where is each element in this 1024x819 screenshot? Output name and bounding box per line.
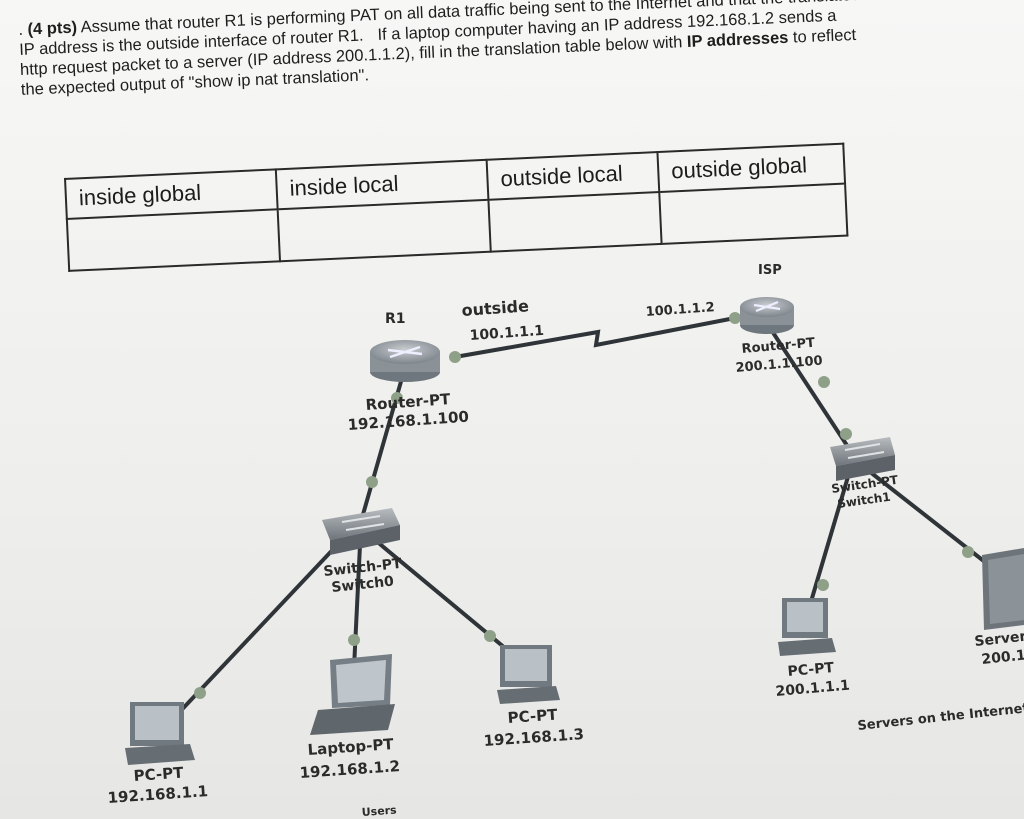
link-dot — [194, 687, 206, 699]
link-dot — [818, 376, 830, 388]
link-dot — [348, 634, 360, 646]
label-laptop-ip: 192.168.1.2 — [299, 757, 401, 782]
link-dot — [962, 546, 974, 558]
link-isp-switch1 — [768, 326, 852, 452]
label-pc3-ip: 192.168.1.3 — [483, 725, 585, 750]
switch-arrows-icon — [341, 515, 385, 531]
label-laptop-type: Laptop-PT — [307, 735, 395, 759]
switch0[interactable] — [322, 508, 400, 555]
topology-labels: R1 outside 100.1.1.1 100.1.1.2 ISP Route… — [107, 263, 1024, 819]
label-isp: ISP — [758, 263, 782, 278]
link-dots — [194, 312, 974, 699]
link-dot — [817, 579, 829, 591]
label-outside-ip: 100.1.1.1 — [469, 323, 544, 344]
label-pc3-type: PC-PT — [507, 706, 559, 727]
switch1[interactable] — [830, 437, 895, 481]
router-arrows-icon — [753, 300, 781, 313]
link-switch1-pc — [808, 469, 852, 606]
pc-200-1-1-1[interactable] — [778, 598, 836, 656]
link-switch1-server — [863, 466, 987, 564]
label-r1-type: Router-PT — [365, 390, 452, 414]
pc-192-168-1-3[interactable] — [497, 645, 560, 704]
label-server-type: Server — [974, 629, 1024, 650]
label-isp-type: Router-PT — [741, 336, 816, 357]
link-dot — [391, 392, 403, 404]
links — [170, 316, 987, 722]
label-server-ip: 200.1 — [981, 647, 1024, 668]
router-arrows-icon — [387, 345, 423, 359]
label-outside: outside — [461, 296, 530, 320]
label-pc-internet-ip: 200.1.1.1 — [775, 678, 851, 700]
link-switch0-laptop — [352, 544, 362, 669]
switch-arrows-icon — [844, 443, 885, 459]
label-pc1-ip: 192.168.1.1 — [107, 782, 209, 807]
label-users-caption: Users — [361, 804, 397, 819]
link-r1-isp — [454, 316, 736, 359]
label-servers-caption: Servers on the Internet — [857, 701, 1024, 734]
link-dot — [484, 630, 496, 642]
link-dot — [449, 351, 461, 363]
router-isp[interactable] — [740, 297, 794, 334]
label-pc1-type: PC-PT — [133, 764, 185, 785]
label-pc-internet-type: PC-PT — [787, 660, 835, 680]
link-dot — [729, 312, 741, 324]
link-dot — [366, 476, 378, 488]
laptop-192-168-1-2[interactable] — [310, 654, 395, 735]
server[interactable] — [982, 548, 1024, 630]
label-switch0-name: Switch0 — [331, 574, 395, 596]
label-r1: R1 — [385, 311, 406, 327]
pc-192-168-1-1[interactable] — [125, 702, 195, 765]
label-isp-link-ip: 100.1.1.2 — [645, 300, 715, 320]
router-r1[interactable] — [370, 340, 440, 382]
link-switch0-pc3 — [373, 538, 507, 650]
label-isp-ip: 200.1.1.100 — [735, 353, 823, 376]
link-dot — [840, 428, 852, 440]
